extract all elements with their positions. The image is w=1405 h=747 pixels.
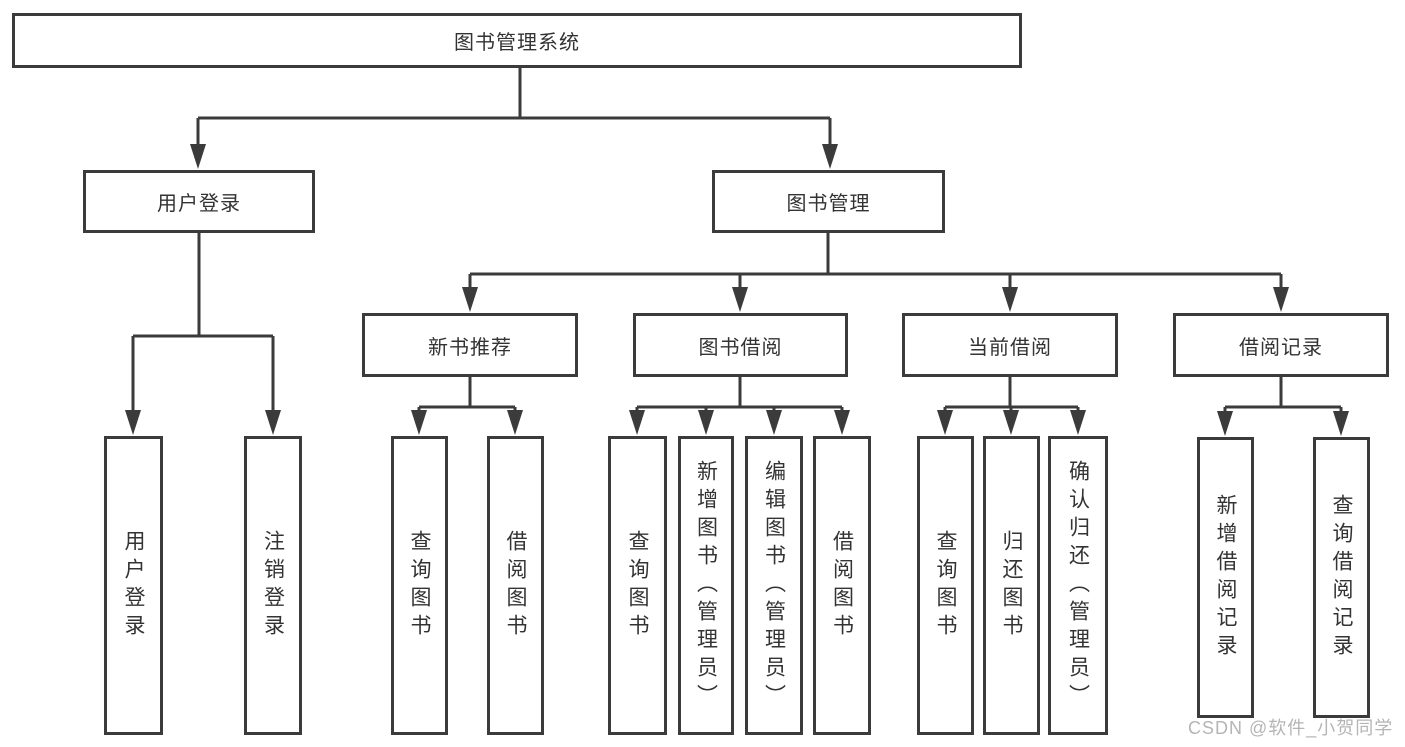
arrowhead: [1003, 410, 1019, 435]
arrowhead: [766, 410, 782, 435]
arrowhead: [1273, 287, 1289, 312]
node-label: 新书推荐: [428, 336, 512, 359]
arrowhead: [732, 287, 748, 312]
arrowhead: [1070, 410, 1086, 435]
node-label: 借阅图书: [504, 529, 528, 642]
node-leaf-query-books-borrowing: 查询图书: [608, 436, 667, 735]
node-label: 图书管理系统: [454, 32, 580, 54]
node-leaf-return-books: 归还图书: [983, 436, 1040, 735]
arrowhead: [698, 410, 714, 435]
arrowhead: [834, 410, 850, 435]
arrowhead: [629, 410, 645, 435]
connector-user-login-children: [125, 233, 281, 435]
node-leaf-edit-books-admin: 编辑图书（管理员）: [745, 436, 803, 735]
arrowhead: [822, 144, 838, 169]
node-leaf-add-borrow-record: 新增借阅记录: [1197, 437, 1254, 718]
connector-root-to-level2: [190, 68, 838, 169]
node-label: 查询图书: [408, 529, 432, 642]
arrowhead: [1333, 411, 1349, 436]
node-book-management: 图书管理: [712, 170, 945, 233]
node-label: 查询图书: [626, 529, 650, 642]
node-label: 确认归还（管理员）: [1066, 459, 1090, 712]
node-leaf-query-borrow-record: 查询借阅记录: [1313, 437, 1370, 718]
node-leaf-borrow-books-recommend: 借阅图书: [487, 436, 544, 735]
node-library-management-system: 图书管理系统: [12, 13, 1022, 68]
arrowhead: [125, 410, 141, 435]
csdn-watermark: CSDN @软件_小贺同学: [1188, 718, 1394, 738]
node-label: 图书管理: [786, 193, 871, 215]
node-leaf-add-books-admin: 新增图书（管理员）: [678, 436, 734, 735]
node-label: 查询图书: [934, 529, 958, 642]
node-leaf-borrow-books: 借阅图书: [813, 436, 871, 735]
arrowhead: [937, 410, 953, 435]
arrowhead: [1217, 411, 1233, 436]
node-label: 用户登录: [157, 193, 241, 215]
node-label: 查询借阅记录: [1330, 493, 1354, 662]
arrowhead: [265, 410, 281, 435]
node-label: 当前借阅: [968, 336, 1052, 359]
node-label: 图书借阅: [698, 336, 783, 359]
node-label: 新增借阅记录: [1214, 493, 1238, 662]
node-label: 借阅图书: [830, 529, 854, 642]
node-label: 编辑图书（管理员）: [762, 459, 786, 712]
connector-borrowing-records-children: [1217, 377, 1349, 436]
node-user-login: 用户登录: [83, 170, 315, 233]
node-borrowing-records: 借阅记录: [1173, 313, 1389, 377]
node-current-borrowing: 当前借阅: [902, 313, 1118, 377]
node-label: 注销登录: [261, 529, 285, 642]
arrowhead: [1002, 287, 1018, 312]
node-label: 新增图书（管理员）: [694, 459, 718, 712]
arrowhead: [507, 410, 523, 435]
node-leaf-user-login: 用户登录: [104, 436, 163, 735]
node-book-borrowing: 图书借阅: [633, 313, 848, 377]
connector-current-borrowing-children: [937, 377, 1086, 435]
node-label: 归还图书: [1000, 529, 1024, 642]
connector-book-borrowing-children: [629, 377, 850, 435]
node-new-book-recommendation: 新书推荐: [362, 313, 578, 377]
node-label: 借阅记录: [1239, 336, 1323, 359]
connector-book-management-children: [462, 233, 1289, 312]
arrowhead: [462, 287, 478, 312]
node-leaf-query-books-current: 查询图书: [917, 436, 974, 735]
arrowhead: [190, 144, 206, 169]
node-leaf-query-books-recommend: 查询图书: [391, 436, 448, 735]
connector-new-book-children: [411, 377, 523, 435]
node-leaf-logout: 注销登录: [244, 436, 302, 735]
arrowhead: [411, 410, 427, 435]
node-leaf-confirm-return-admin: 确认归还（管理员）: [1048, 436, 1108, 735]
node-label: 用户登录: [122, 529, 146, 642]
